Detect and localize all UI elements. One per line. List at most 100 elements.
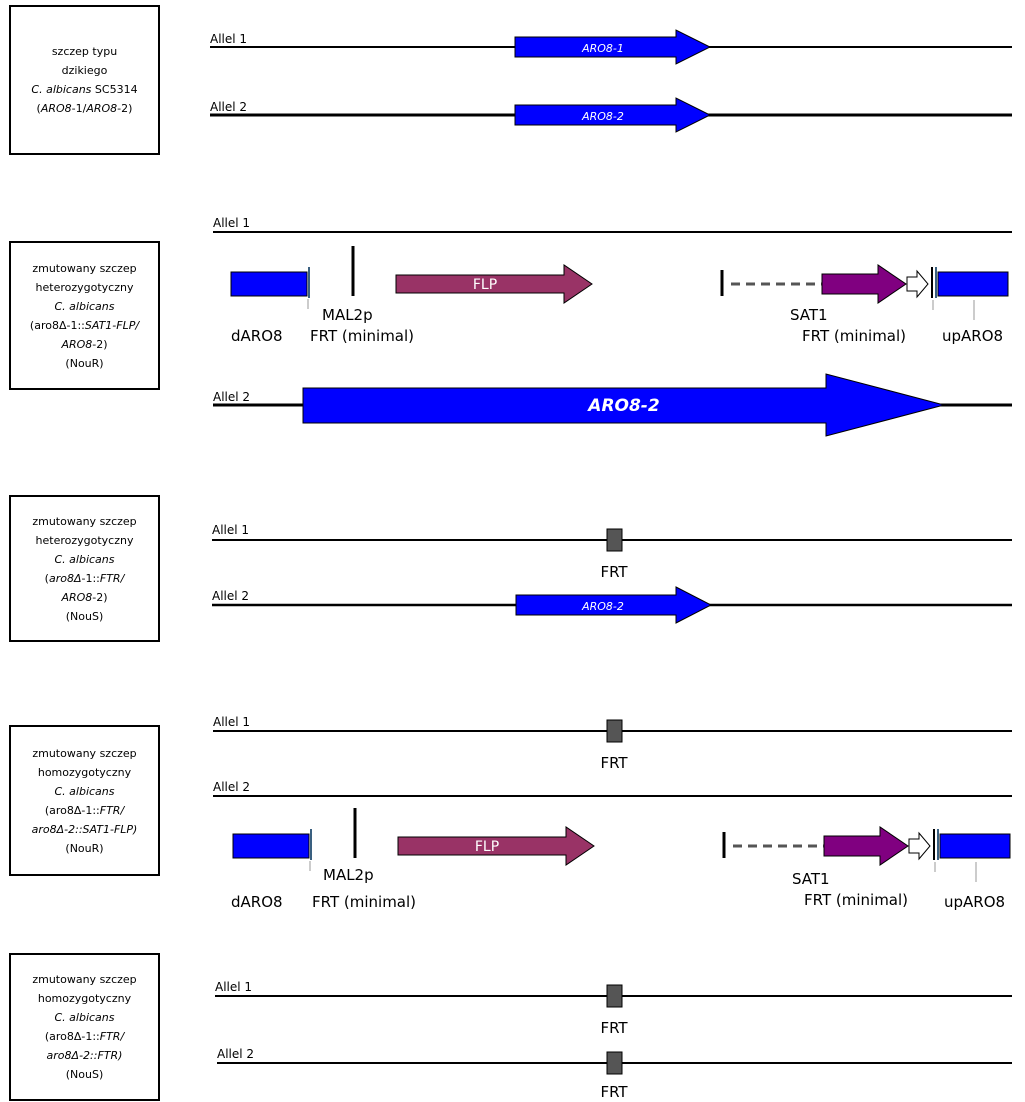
strain-description-run: C. albicans (54, 552, 115, 566)
heterozygous-frt-alleles: Allel 1 FRT Allel 2 ARO8-2 (212, 523, 1012, 624)
strain-description-run: ( (44, 571, 49, 585)
strain-description-run: aro8Δ (48, 571, 82, 585)
strain-description-line: zmutowany szczep (32, 744, 138, 763)
wild-type-alleles: Allel 1 ARO8-1 Allel 2 ARO8-2 (210, 29, 1012, 133)
strain-description-run: aro8Δ-2::SAT1-FLP) (31, 822, 138, 836)
strain-description-run: zmutowany szczep (32, 746, 137, 760)
strain-description-run: ARO8 (61, 337, 93, 351)
strain-description-run: ARO8 (86, 102, 118, 115)
strain-box-heterozygous-sat1-flp: zmutowany szczep heterozygotyczny C. albic… (9, 241, 160, 390)
allel-1-label: Allel 1 (210, 32, 247, 46)
strain-description-line: (NouS) (32, 1065, 136, 1084)
flp-label: FLP (473, 277, 497, 293)
aro8-2-gene-label: ARO8-2 (581, 110, 624, 123)
uparo8-label: upARO8 (942, 327, 1003, 345)
strain-description-run: -2) (92, 590, 108, 604)
strain-description-line: ARO8-2) (32, 588, 136, 607)
strain-description-run: zmutowany szczep (32, 261, 137, 275)
strain-description-line: szczep typu (31, 42, 137, 61)
strain-description-run: FTR/ (99, 571, 125, 585)
strain-description-run: SAT1-FLP/ (84, 318, 140, 332)
aro8-1-gene-label: ARO8-1 (581, 42, 624, 55)
allel-2-label: Allel 2 (217, 1047, 254, 1061)
aro8-2-gene-arrow (515, 586, 713, 624)
frt-minimal-label: FRT (minimal) (310, 327, 414, 345)
strain-description-line: zmutowany szczep (32, 512, 136, 531)
sat1-arrow (823, 826, 909, 866)
frt-site (606, 984, 623, 1008)
flp-arrow (397, 826, 595, 866)
frt-label: FRT (600, 1083, 628, 1101)
aro8-2-big-gene-arrow (302, 373, 946, 437)
mal2p-label: MAL2p (322, 306, 373, 324)
frt-label: FRT (600, 1019, 628, 1037)
flp-label: FLP (475, 839, 499, 855)
strain-description-run: (NouS) (65, 1068, 104, 1081)
flp-arrow (395, 264, 593, 304)
allel-2-label: Allel 2 (213, 780, 250, 794)
strain-description-line: (aro8Δ-1::SAT1-FLP/ (30, 316, 139, 335)
strain-description-line: C. albicans (30, 297, 139, 316)
frt-minimal-label: FRT (minimal) (312, 893, 416, 911)
frt-minimal-label-right: FRT (minimal) (802, 327, 906, 345)
strain-description-run: -2) (92, 337, 108, 351)
strain-description-line: (NouS) (32, 607, 136, 626)
strain-description-line: heterozygotyczny (30, 278, 139, 297)
homozygous-sat1-flp-alleles: Allel 1 FRT Allel 2 FLP MAL2p dARO8 FRT … (213, 715, 1012, 911)
strain-description-run: zmutowany szczep (32, 973, 137, 986)
strain-description-run: SC5314 (91, 83, 138, 96)
strain-description-run: heterozygotyczny (35, 280, 134, 294)
frt-minimal-label-right: FRT (minimal) (804, 891, 908, 909)
frt-site (606, 719, 623, 743)
strain-description-line: (aro8Δ-1::FTR/ (32, 1027, 136, 1046)
daro8-block (232, 833, 310, 859)
daro8-label: dARO8 (231, 327, 283, 345)
strain-description-line: (NouR) (30, 354, 139, 373)
sat1-label: SAT1 (792, 870, 830, 888)
frt-label: FRT (600, 754, 628, 772)
strain-description-run: C. albicans (54, 784, 115, 798)
daro8-label: dARO8 (231, 893, 283, 911)
strain-description-line: aro8Δ-2::SAT1-FLP) (32, 820, 138, 839)
strain-description-run: -1:: (81, 571, 100, 585)
strain-description-run: szczep typu (51, 45, 118, 58)
strain-description-run: ARO8 (61, 590, 93, 604)
strain-description-run: -2) (117, 102, 133, 115)
strain-description-line: homozygotyczny (32, 763, 138, 782)
strain-description-run: dzikiego (61, 64, 108, 77)
frt-label: FRT (600, 563, 628, 581)
allel-2-label: Allel 2 (212, 589, 249, 603)
strain-description-run: zmutowany szczep (32, 514, 137, 528)
strain-description-run: C. albicans (54, 299, 115, 313)
sat1-arrow (821, 264, 907, 304)
strain-description-run: FTR/ (99, 1030, 125, 1043)
strain-description-run: homozygotyczny (37, 992, 132, 1005)
strain-description-line: aro8Δ-2::FTR) (32, 1046, 136, 1065)
strain-description-run: FTR/ (99, 803, 125, 817)
allel-2-label: Allel 2 (210, 100, 247, 114)
homozygous-frt-alleles: Allel 1 FRT Allel 2 FRT (215, 980, 1012, 1101)
uparo8-block (937, 271, 1009, 297)
strain-box-heterozygous-frt: zmutowany szczep heterozygotyczny C. albic… (9, 495, 160, 642)
strain-description-run: (NouR) (65, 356, 104, 370)
allel-1-label: Allel 1 (213, 216, 250, 230)
strain-description-run: (aro8Δ-1:: (29, 318, 85, 332)
daro8-block (230, 271, 308, 297)
strain-description-line: zmutowany szczep (32, 970, 136, 989)
allel-1-label: Allel 1 (215, 980, 252, 994)
frt-site (606, 1051, 623, 1075)
strain-description-run: aro8Δ-2::FTR) (46, 1049, 123, 1062)
strain-description-line: ARO8-2) (30, 335, 139, 354)
heterozygous-sat1-flp-alleles: Allel 1 FLP MAL2p dARO8 FRT (minimal) SA… (213, 216, 1012, 437)
strain-description-run: homozygotyczny (37, 765, 132, 779)
sat1-terminator-arrow (908, 831, 931, 861)
allel-1-label: Allel 1 (212, 523, 249, 537)
strain-description-run: ARO8 (40, 102, 72, 115)
strain-description-line: zmutowany szczep (30, 259, 139, 278)
strain-description-run: heterozygotyczny (35, 533, 134, 547)
strain-description-line: homozygotyczny (32, 989, 136, 1008)
strain-description-run: (NouR) (65, 841, 104, 855)
strain-description-line: C. albicans (32, 1008, 136, 1027)
strain-description-line: C. albicans SC5314 (31, 80, 137, 99)
